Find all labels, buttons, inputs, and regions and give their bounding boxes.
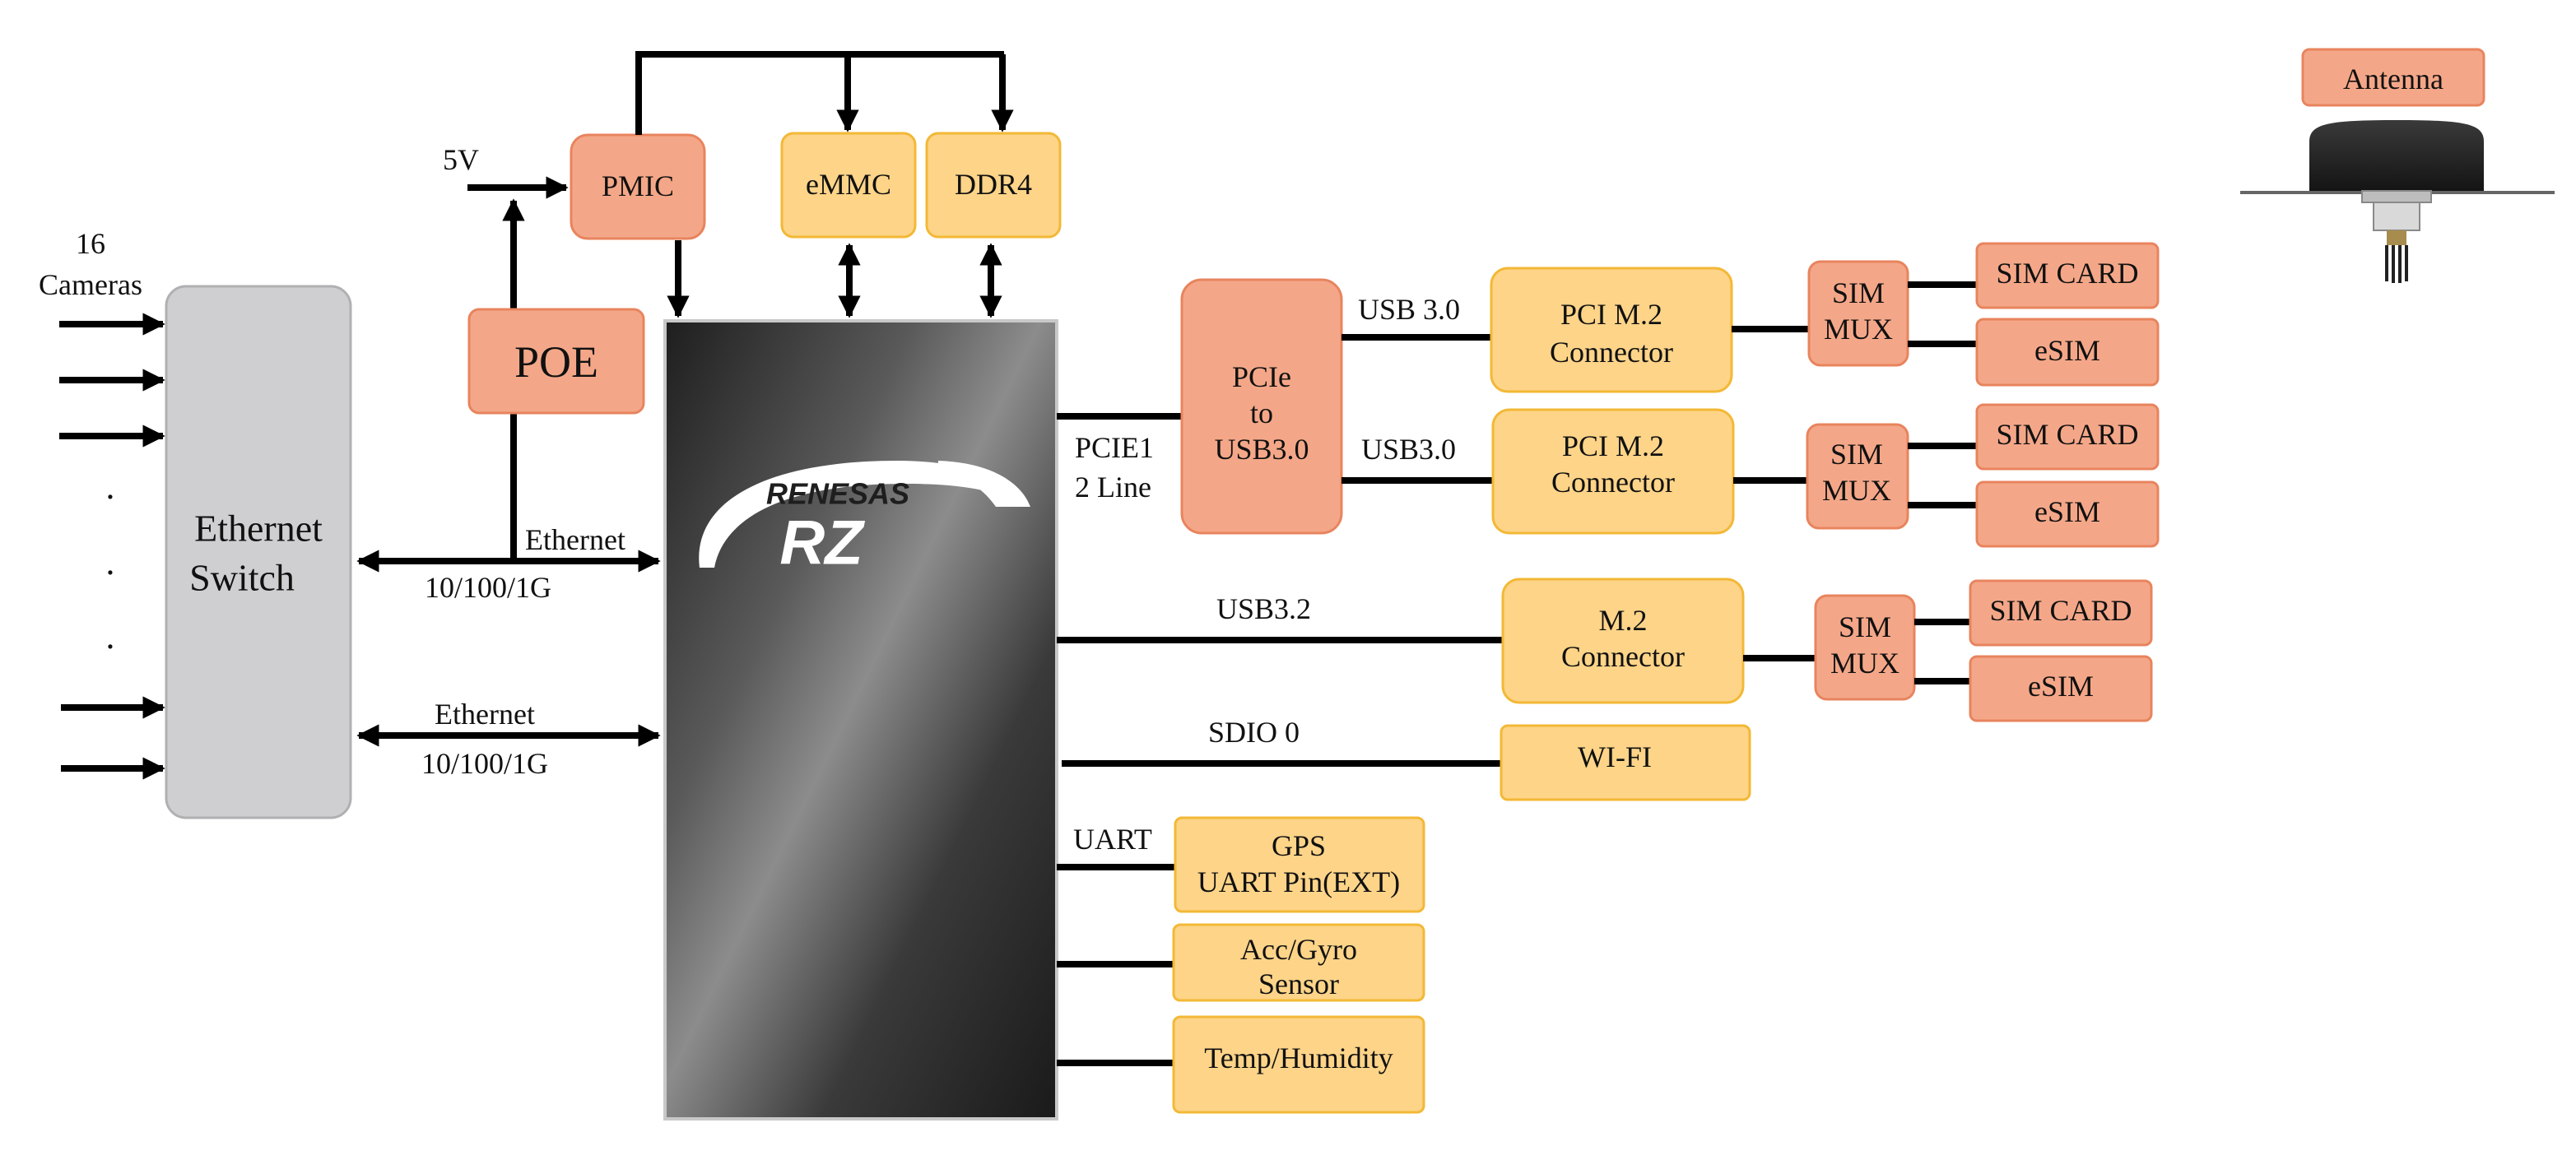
sim-card-3 <box>1969 579 2153 647</box>
sim-section: SIM MUX SIM CARD eSIM SIM MUX SIM CARD e… <box>1732 242 2160 722</box>
ethernet-switch: Ethernet Switch <box>165 285 352 819</box>
ddr4-label: DDR4 <box>955 168 1032 201</box>
usb-a-label: USB 3.0 <box>1358 293 1460 326</box>
m2-connector-label-2: Connector <box>1561 640 1685 673</box>
camera-dot-3: · <box>105 627 117 667</box>
rz-wordmark: RZ <box>779 508 865 578</box>
acc-gyro-label-1: Acc/Gyro <box>1240 933 1357 966</box>
wifi-box <box>1500 724 1751 801</box>
poe-label: POE <box>514 337 598 387</box>
ddr4-box <box>925 132 1062 239</box>
ethernet-link-1-top: Ethernet <box>525 523 625 556</box>
emmc-label: eMMC <box>806 168 891 201</box>
acc-gyro-label-2: Sensor <box>1258 967 1339 1000</box>
camera-inputs: 16 Cameras · · · <box>39 227 165 780</box>
pci-m2-connector-2 <box>1491 408 1735 535</box>
renesas-wordmark: RENESAS <box>766 477 909 511</box>
wifi-label: WI-FI <box>1578 740 1652 773</box>
sim-mux-3 <box>1814 594 1916 701</box>
pcie-section: PCIE1 2 Line PCIe to USB3.0 <box>1057 278 1343 535</box>
pci-m2-connector-1-label-1: PCI M.2 <box>1560 298 1662 331</box>
sim-card-1 <box>1975 242 2160 309</box>
gps-box <box>1174 816 1425 913</box>
sim-mux-3-label-2: MUX <box>1830 647 1899 680</box>
pcie-bridge-label-3: USB3.0 <box>1214 433 1309 466</box>
sim-mux-2-label-1: SIM <box>1830 438 1883 471</box>
gps-label-1: GPS <box>1272 829 1326 862</box>
ethernet-switch-label-2: Switch <box>189 557 295 599</box>
sensor-section: UART GPS UART Pin(EXT) Acc/Gyro Sensor T… <box>1057 816 1425 1114</box>
power-section: 5V POE PMIC <box>443 51 1014 559</box>
memory-section: eMMC DDR4 <box>780 132 1062 318</box>
pci-m2-connector-2-label-1: PCI M.2 <box>1562 429 1664 462</box>
uart-label: UART <box>1073 823 1152 856</box>
camera-dot-1: · <box>105 477 117 517</box>
sim-card-3-label: SIM CARD <box>1989 594 2132 627</box>
esim-3 <box>1969 655 2153 722</box>
esim-1-label: eSIM <box>2034 334 2100 367</box>
rz-soc: RENESAS RZ <box>663 319 1058 1121</box>
ethernet-link-2-bottom: 10/100/1G <box>421 747 548 780</box>
usb-c-label: USB3.2 <box>1216 592 1311 625</box>
pmic-bus-line <box>635 51 1004 135</box>
camera-label: Cameras <box>39 268 142 301</box>
esim-3-label: eSIM <box>2028 670 2094 703</box>
pcie-bridge-label-2: to <box>1250 397 1273 429</box>
connector-section: USB 3.0 PCI M.2 Connector USB3.0 PCI M.2… <box>1057 267 1751 801</box>
sim-card-2-label: SIM CARD <box>1996 418 2138 451</box>
esim-2-label: eSIM <box>2034 495 2100 528</box>
gps-label-2: UART Pin(EXT) <box>1197 865 1400 898</box>
sdio-label: SDIO 0 <box>1208 716 1300 749</box>
ethernet-switch-label-1: Ethernet <box>194 508 323 550</box>
m2-connector-label-1: M.2 <box>1598 604 1647 637</box>
renesas-logo: RENESAS RZ <box>699 461 1030 578</box>
usb-b-label: USB3.0 <box>1361 433 1456 466</box>
sim-mux-1 <box>1807 260 1909 367</box>
pci-m2-connector-1-label-2: Connector <box>1550 336 1673 369</box>
emmc-box <box>780 132 917 239</box>
esim-2 <box>1975 480 2160 548</box>
pmic-label: PMIC <box>602 169 674 202</box>
sim-mux-2-label-2: MUX <box>1822 474 1891 507</box>
antenna-icon <box>2240 120 2555 283</box>
sim-mux-1-label-1: SIM <box>1832 276 1885 309</box>
m2-connector <box>1501 578 1745 704</box>
ethernet-links: Ethernet 10/100/1G Ethernet 10/100/1G <box>356 523 661 780</box>
antenna-label: Antenna <box>2343 63 2443 95</box>
rz-soc-chip <box>663 319 1058 1121</box>
ethernet-switch-box <box>165 285 352 819</box>
ethernet-link-1-bottom: 10/100/1G <box>425 571 551 604</box>
pcie-bus-label-2: 2 Line <box>1075 471 1151 503</box>
pcie-bus-label-1: PCIE1 <box>1075 431 1154 464</box>
pcie-bridge-box <box>1180 278 1343 535</box>
temp-humidity-box <box>1172 1015 1425 1114</box>
power-5v-label: 5V <box>443 143 479 176</box>
ethernet-link-2-top: Ethernet <box>435 698 535 731</box>
sim-mux-1-label-2: MUX <box>1824 313 1893 346</box>
pcie-bridge-label-1: PCIe <box>1232 360 1291 393</box>
sim-card-2 <box>1975 403 2160 471</box>
antenna-label-box <box>2301 48 2485 107</box>
sim-mux-3-label-1: SIM <box>1839 610 1891 643</box>
antenna-section: Antenna <box>2240 48 2555 283</box>
sim-mux-2 <box>1806 423 1909 530</box>
poe-box <box>467 308 645 415</box>
esim-1 <box>1975 318 2160 387</box>
camera-count: 16 <box>76 227 105 260</box>
sim-card-1-label: SIM CARD <box>1996 257 2138 290</box>
acc-gyro-box <box>1172 923 1425 1002</box>
temp-humidity-label: Temp/Humidity <box>1204 1042 1393 1074</box>
camera-dot-2: · <box>105 553 117 593</box>
pci-m2-connector-2-label-2: Connector <box>1551 466 1675 499</box>
